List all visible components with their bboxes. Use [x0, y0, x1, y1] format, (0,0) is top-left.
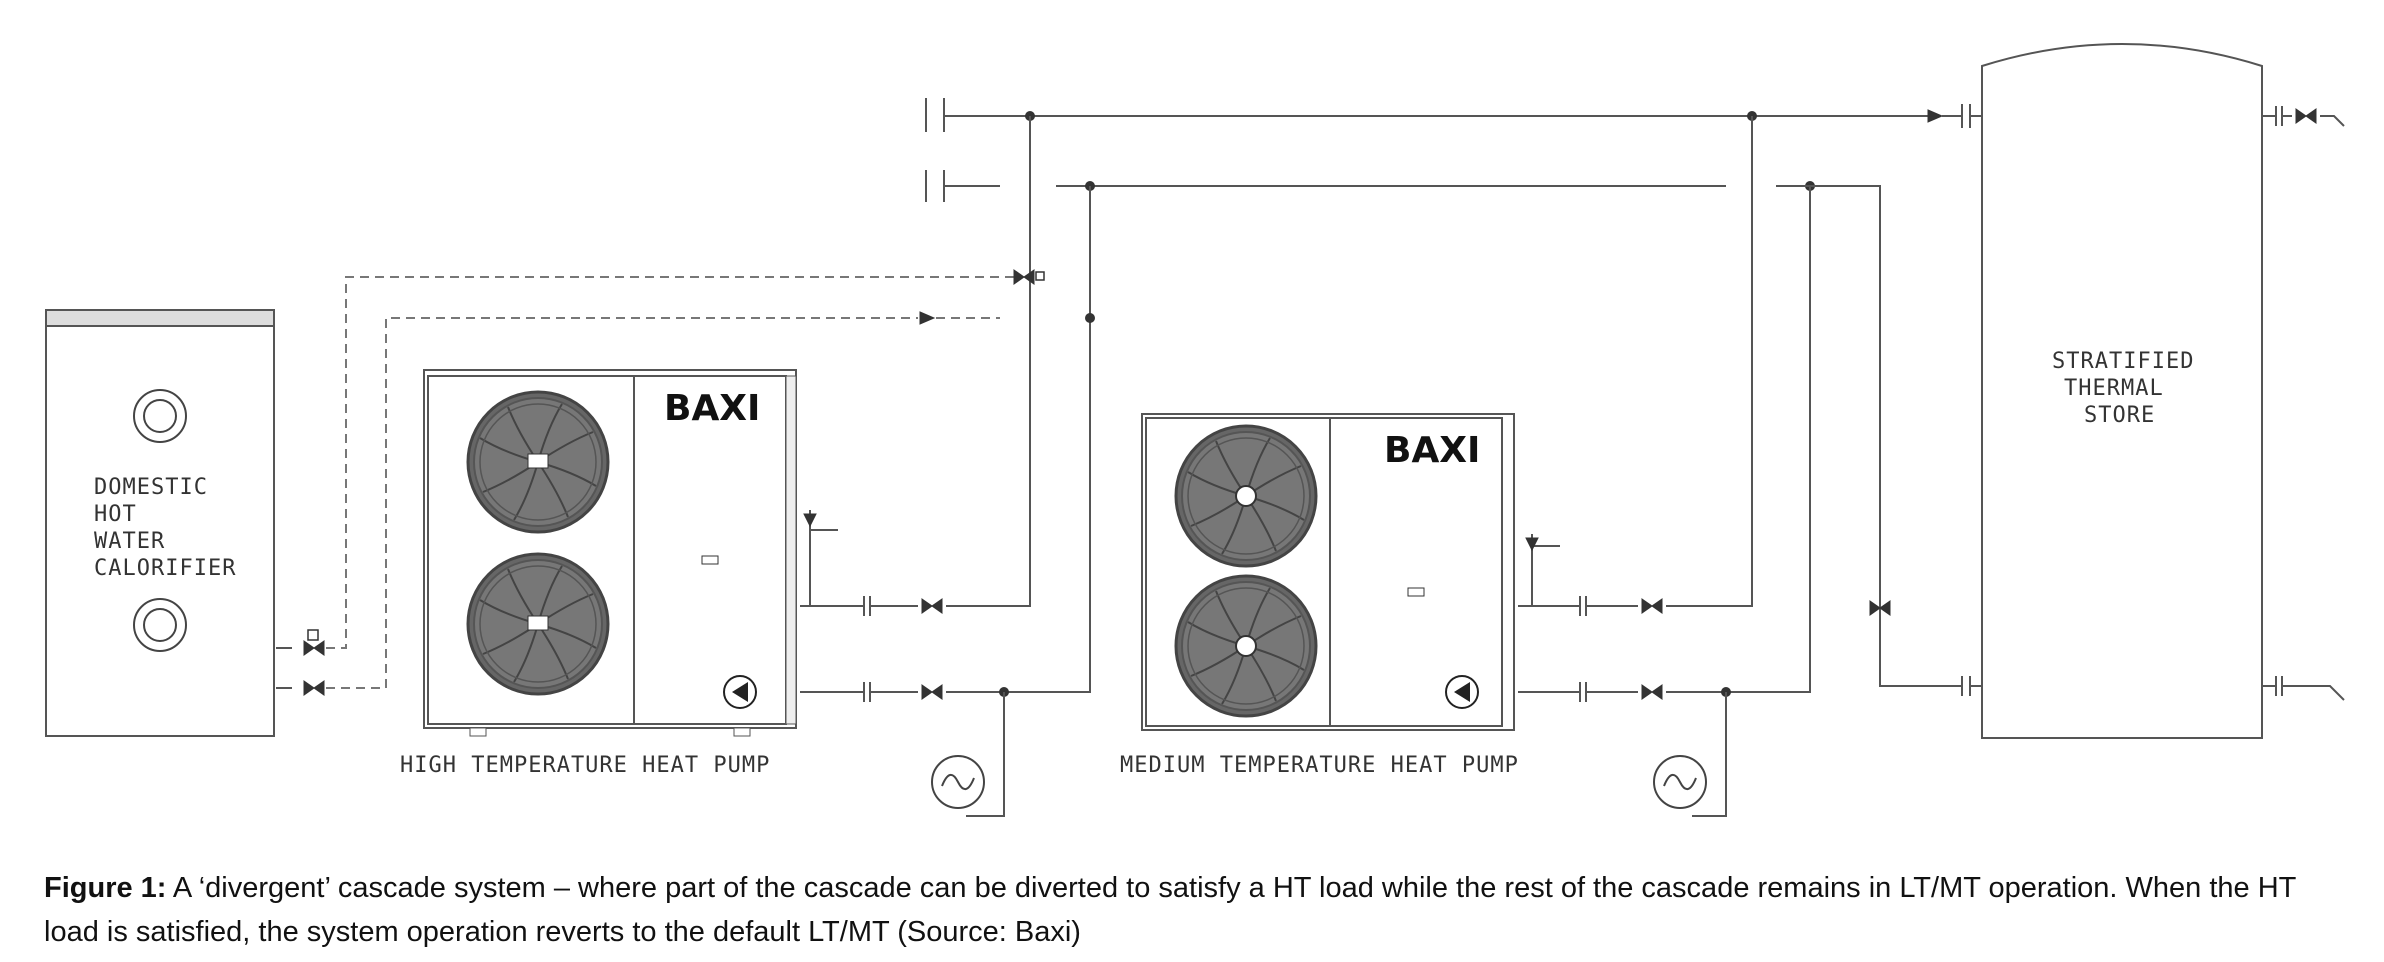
caption-text: A ‘divergent’ cascade system – where par… [44, 872, 2296, 948]
calorifier-port-bottom [133, 598, 187, 652]
store-label-line-1: STRATIFIED [2052, 349, 2194, 374]
figure-label: Figure 1: [44, 872, 167, 904]
store-label-line-3: STORE [2084, 403, 2155, 428]
calorifier-port-top [133, 389, 187, 443]
dhw-dashed-pipework [276, 276, 1018, 696]
mt-pump-pipework [1518, 116, 1811, 817]
high-temperature-heat-pump: BAXI HIGH TEMPERATURE HEAT PUMP [400, 369, 797, 778]
calorifier-label-line-3: WATER [94, 529, 165, 554]
ht-pump-icon [723, 675, 757, 709]
store-label-line-2: THERMAL [2064, 376, 2164, 401]
ht-brand-logo: BAXI [664, 388, 760, 429]
header-pipework [925, 98, 1982, 687]
ht-pump-pipework [800, 116, 1095, 817]
mt-brand-logo: BAXI [1384, 430, 1480, 471]
stratified-thermal-store: STRATIFIED THERMAL STORE [1961, 43, 2345, 739]
dhw-calorifier: DOMESTIC HOT WATER CALORIFIER [45, 309, 275, 737]
mt-pump-icon [1445, 675, 1479, 709]
mt-pump-label: MEDIUM TEMPERATURE HEAT PUMP [1120, 753, 1519, 778]
calorifier-label-line-1: DOMESTIC [94, 475, 208, 500]
ht-pump-label: HIGH TEMPERATURE HEAT PUMP [400, 753, 770, 778]
mt-buffer-circulator [1653, 755, 1707, 809]
medium-temperature-heat-pump: BAXI MEDIUM TEMPERATURE HEAT PUMP [1120, 413, 1519, 778]
calorifier-label-line-2: HOT [94, 502, 137, 527]
cascade-schematic: DOMESTIC HOT WATER CALORIFIER [45, 43, 2345, 817]
figure-caption: Figure 1: A ‘divergent’ cascade system –… [44, 866, 2344, 954]
calorifier-label-line-4: CALORIFIER [94, 556, 236, 581]
ht-buffer-circulator [931, 755, 985, 809]
